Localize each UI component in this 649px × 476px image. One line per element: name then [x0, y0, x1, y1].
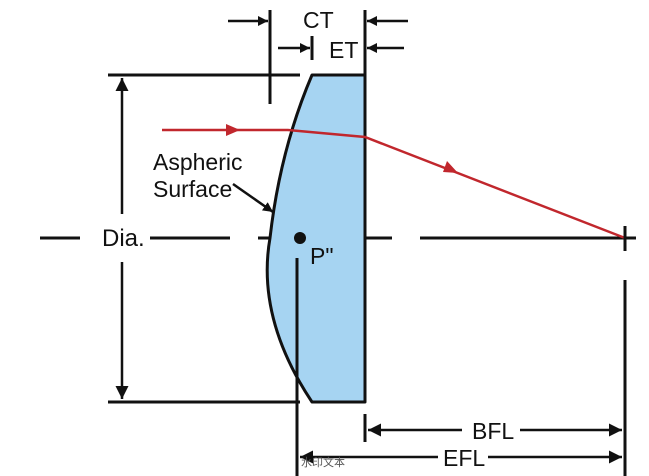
- efl-label: EFL: [443, 445, 485, 471]
- aspheric-leader: [232, 182, 274, 214]
- aspheric-label-line1: Aspheric: [153, 149, 242, 175]
- light-ray: [162, 128, 626, 240]
- ct-label: CT: [303, 7, 334, 33]
- bfl-label: BFL: [472, 418, 514, 444]
- et-label: ET: [329, 37, 358, 63]
- ray-arrow-1: [226, 124, 240, 136]
- watermark-text: 水印文本: [301, 455, 345, 469]
- aspheric-label-line2: Surface: [153, 176, 232, 202]
- principal-point-dot: [294, 232, 306, 244]
- dia-label: Dia.: [102, 225, 145, 252]
- principal-point-label: P": [310, 243, 334, 269]
- ray-arrow-2: [443, 161, 458, 173]
- lens-body: [265, 73, 367, 404]
